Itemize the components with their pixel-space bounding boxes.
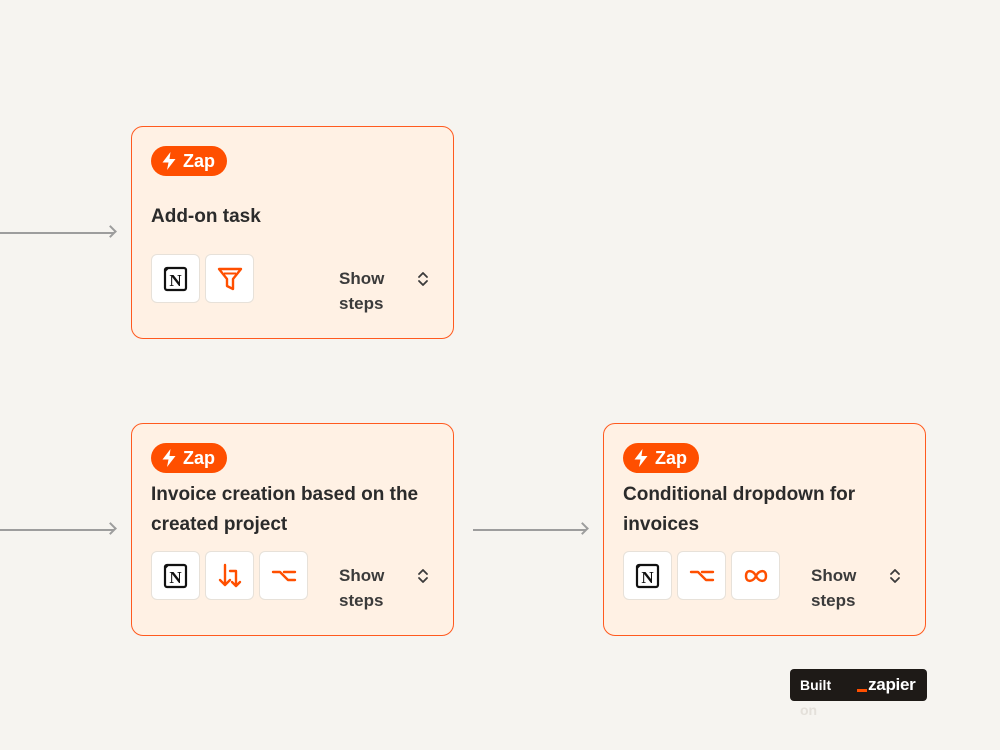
zap-title: Invoice creation based on the created pr… [151, 484, 419, 535]
lightning-bolt-icon [161, 152, 177, 170]
filter-icon [205, 254, 254, 303]
show-steps-toggle[interactable]: Show steps [339, 563, 439, 613]
connector-arrow-into-conditional-dropdown [473, 529, 586, 531]
connector-arrow-into-add-on-task [0, 232, 114, 234]
zap-card-add-on-task[interactable]: Zap Add-on task N Show steps [131, 126, 454, 339]
zap-badge: Zap [151, 146, 228, 176]
zap-title: Conditional dropdown for invoices [623, 484, 856, 535]
notion-icon: N [623, 551, 672, 600]
built-on-label: Built [800, 677, 832, 693]
lightning-bolt-icon [633, 449, 649, 467]
show-steps-label: Show steps [339, 269, 385, 313]
chevron-up-down-icon [417, 568, 429, 584]
zap-badge-label: Zap [183, 447, 216, 468]
built-on-zapier-badge[interactable]: Built zapier [790, 669, 927, 701]
chevron-up-down-icon [417, 271, 429, 287]
paths-icon [677, 551, 726, 600]
svg-text:N: N [169, 271, 182, 290]
zapier-underscore-mark [857, 689, 868, 692]
app-icon-list: N [151, 551, 308, 600]
zap-badge: Zap [151, 443, 228, 473]
show-steps-toggle[interactable]: Show steps [339, 266, 439, 316]
show-steps-label: Show steps [339, 566, 385, 610]
zap-card-conditional-dropdown[interactable]: Zap Conditional dropdown for invoices N … [603, 423, 926, 636]
lightning-bolt-icon [161, 449, 177, 467]
app-icon-list: N [151, 254, 254, 303]
svg-text:N: N [641, 568, 654, 587]
zap-badge-label: Zap [655, 447, 688, 468]
app-icon-list: N [623, 551, 780, 600]
zap-card-invoice-creation[interactable]: Zap Invoice creation based on the create… [131, 423, 454, 636]
show-steps-toggle[interactable]: Show steps [811, 563, 911, 613]
show-steps-label: Show steps [811, 566, 857, 610]
paths-icon [259, 551, 308, 600]
zapier-wordmark: zapier [868, 675, 916, 694]
notion-icon: N [151, 254, 200, 303]
svg-text:N: N [169, 568, 182, 587]
zap-title: Add-on task [151, 206, 261, 227]
formatter-icon [205, 551, 254, 600]
zap-badge: Zap [623, 443, 700, 473]
chevron-up-down-icon [889, 568, 901, 584]
built-on-label-overflow: on [800, 702, 818, 718]
zap-badge-label: Zap [183, 150, 216, 171]
zapier-logo: zapier [857, 675, 916, 695]
notion-icon: N [151, 551, 200, 600]
looping-icon [731, 551, 780, 600]
connector-arrow-into-invoice-creation [0, 529, 114, 531]
